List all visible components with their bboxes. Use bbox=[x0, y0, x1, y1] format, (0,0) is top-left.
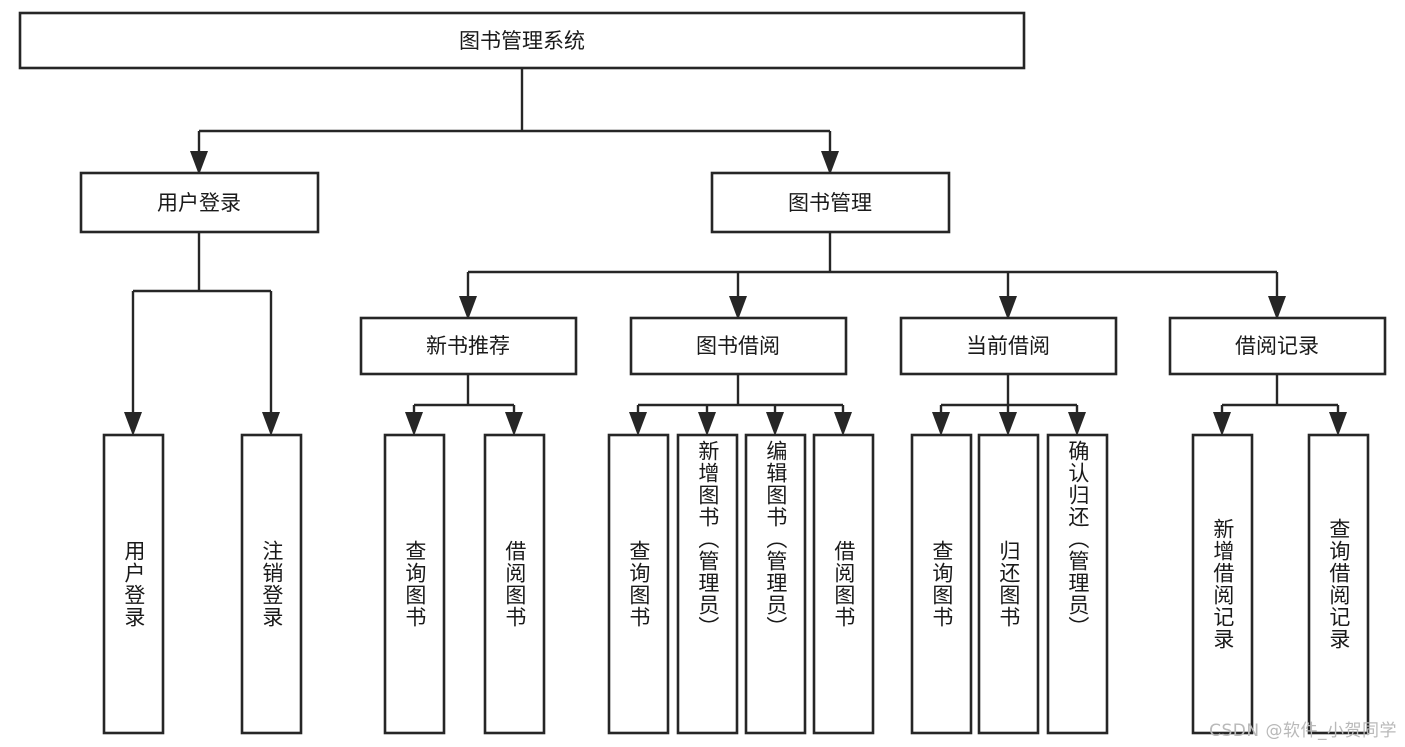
node-book-borrow-rect[interactable] bbox=[629, 316, 848, 376]
node-root-label: 图书管理系统 bbox=[459, 29, 585, 53]
node-leaf-edit-book-rect[interactable] bbox=[744, 433, 807, 735]
arrowhead-leaf-confirm-return bbox=[1068, 412, 1086, 436]
arrowhead-leaf-logout bbox=[262, 412, 280, 436]
node-leaf-return-book-rect[interactable] bbox=[977, 433, 1040, 735]
node-new-book-recommend-rect[interactable] bbox=[359, 316, 578, 376]
watermark: CSDN @软件_小贺同学 bbox=[1209, 721, 1397, 741]
arrowhead-borrow-record bbox=[1268, 296, 1286, 320]
arrowhead-leaf-add-record bbox=[1213, 412, 1231, 436]
node-leaf-logout-rect[interactable] bbox=[240, 433, 303, 735]
arrowhead-leaf-return-book bbox=[999, 412, 1017, 436]
arrowhead-leaf-query-record bbox=[1329, 412, 1347, 436]
node-layer: 图书管理系统 用户登录 图书管理 新书推荐 图书借阅 bbox=[18, 11, 1387, 735]
arrowhead-book-borrow bbox=[729, 296, 747, 320]
node-borrow-record[interactable]: 借阅记录 bbox=[1168, 316, 1387, 376]
node-leaf-query-book-2-rect[interactable] bbox=[607, 433, 670, 735]
node-current-borrow-rect[interactable] bbox=[899, 316, 1118, 376]
node-leaf-confirm-return-rect[interactable] bbox=[1046, 433, 1109, 735]
node-user-login-rect[interactable] bbox=[79, 171, 320, 234]
node-borrow-record-label: 借阅记录 bbox=[1235, 334, 1319, 358]
node-new-book-recommend-label: 新书推荐 bbox=[426, 334, 510, 358]
arrowhead-leaf-query-book-3 bbox=[932, 412, 950, 436]
node-root[interactable]: 图书管理系统 bbox=[18, 11, 1026, 70]
node-current-borrow-label: 当前借阅 bbox=[966, 334, 1050, 358]
connector-layer bbox=[124, 68, 1347, 436]
arrowhead-leaf-user-login bbox=[124, 412, 142, 436]
node-leaf-borrow-book-2-rect[interactable] bbox=[812, 433, 875, 735]
node-current-borrow[interactable]: 当前借阅 bbox=[899, 316, 1118, 376]
node-leaf-query-record-rect[interactable] bbox=[1307, 433, 1370, 735]
node-root-rect[interactable] bbox=[18, 11, 1026, 70]
arrowhead-leaf-query-book-2 bbox=[629, 412, 647, 436]
arrowhead-leaf-query-book-1 bbox=[405, 412, 423, 436]
node-leaf-add-book-rect[interactable] bbox=[676, 433, 739, 735]
node-book-management[interactable]: 图书管理 bbox=[710, 171, 951, 234]
arrowhead-leaf-borrow-book-1 bbox=[505, 412, 523, 436]
node-user-login-label: 用户登录 bbox=[157, 191, 241, 215]
arrowhead-leaf-edit-book bbox=[766, 412, 784, 436]
node-user-login[interactable]: 用户登录 bbox=[79, 171, 320, 234]
arrowhead-leaf-borrow-book-2 bbox=[834, 412, 852, 436]
node-leaf-query-book-3-rect[interactable] bbox=[910, 433, 973, 735]
arrowhead-new-book-recommend bbox=[459, 296, 477, 320]
node-leaf-query-book-1-rect[interactable] bbox=[383, 433, 446, 735]
arrowhead-book-management bbox=[821, 151, 839, 175]
node-leaf-user-login-rect[interactable] bbox=[102, 433, 165, 735]
node-leaf-add-record-rect[interactable] bbox=[1191, 433, 1254, 735]
arrowhead-user-login bbox=[190, 151, 208, 175]
node-book-management-label: 图书管理 bbox=[788, 191, 872, 215]
node-leaf-borrow-book-1-rect[interactable] bbox=[483, 433, 546, 735]
node-book-borrow-label: 图书借阅 bbox=[696, 334, 780, 358]
arrowhead-leaf-add-book bbox=[698, 412, 716, 436]
node-book-borrow[interactable]: 图书借阅 bbox=[629, 316, 848, 376]
node-new-book-recommend[interactable]: 新书推荐 bbox=[359, 316, 578, 376]
arrowhead-current-borrow bbox=[999, 296, 1017, 320]
node-borrow-record-rect[interactable] bbox=[1168, 316, 1387, 376]
node-book-management-rect[interactable] bbox=[710, 171, 951, 234]
